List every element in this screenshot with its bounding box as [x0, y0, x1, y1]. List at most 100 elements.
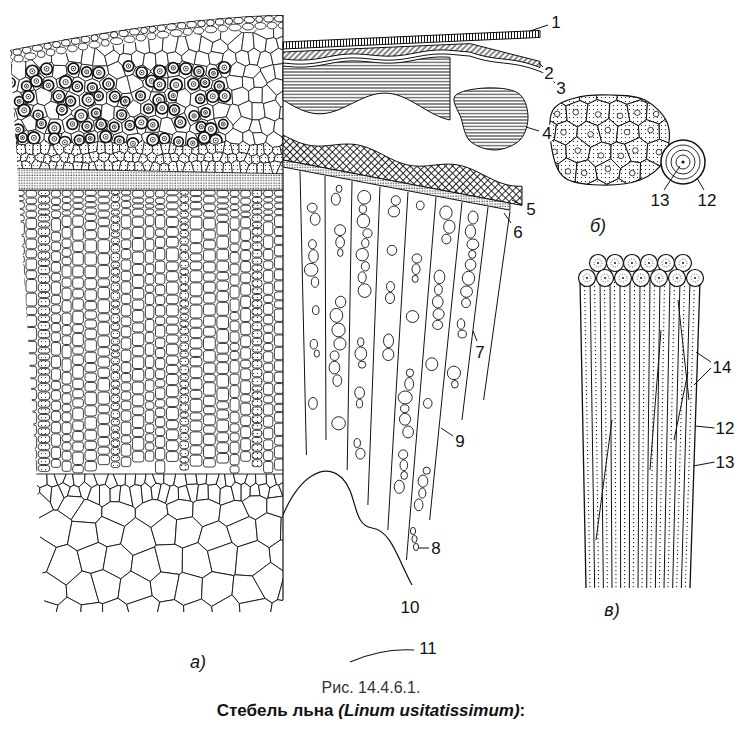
vessel-cell: [434, 270, 445, 283]
cell-lumen: [605, 127, 611, 133]
xylem-cell: [264, 383, 273, 394]
xylem-cell: [230, 466, 239, 473]
fiber-dot: [7, 114, 9, 116]
xylem-cell: [73, 289, 84, 298]
callout-number: 4: [541, 125, 552, 142]
ray-cell: [252, 424, 262, 430]
xylem-cell: [16, 297, 25, 304]
xylem-cell: [3, 385, 14, 395]
xylem-cell: [241, 191, 251, 198]
fiber-lumen: [673, 274, 681, 282]
fiber-lumen-line: [633, 282, 634, 588]
ray-cell: [252, 308, 262, 314]
ray-cell: [252, 430, 262, 436]
fiber-lumen: [681, 160, 684, 163]
xylem-cell: [3, 204, 14, 209]
callout-number: 3: [555, 80, 566, 97]
fiber-dot: [185, 68, 187, 70]
fiber-wall: [67, 119, 78, 130]
fiber-cell: [0, 61, 12, 79]
ray-cell: [252, 338, 262, 344]
fiber-ring: [661, 140, 705, 184]
xylem-cell: [132, 333, 143, 346]
pith-cell: [7, 474, 18, 486]
xylem-cell: [190, 244, 202, 253]
xylem-cell: [73, 347, 84, 354]
fiber-dot: [41, 123, 43, 125]
xylem-cell: [3, 270, 14, 280]
xylem-cell: [217, 236, 229, 248]
fiber-dot: [164, 138, 166, 140]
fiber-lumen: [171, 94, 175, 98]
ray-cell: [111, 432, 120, 439]
ray-cell: [38, 375, 50, 383]
fiber-lumen: [31, 135, 36, 140]
xylem-cell: [190, 446, 202, 454]
fiber-wall: [18, 133, 27, 142]
pith-cell: [127, 596, 160, 627]
ray-cell: [111, 191, 120, 195]
fiber-lumen: [113, 94, 117, 98]
fiber-wall: [201, 108, 210, 117]
xylem-cell: [62, 394, 71, 404]
xylem-cell: [145, 293, 153, 304]
ray-cell: [38, 222, 50, 227]
leader-line: [695, 426, 715, 428]
xylem-cell: [190, 254, 202, 261]
xylem-cell: [217, 249, 229, 260]
fiber-lumen: [139, 94, 143, 98]
xylem-cell: [98, 227, 110, 239]
fiber-wall: [110, 91, 121, 102]
xylem-cell: [73, 379, 84, 388]
xylem-cell: [51, 232, 60, 241]
fiber-lumen-line: [585, 282, 591, 588]
epidermis-cell: [124, 36, 135, 43]
fiber-dot: [198, 71, 200, 73]
xylem-cell: [145, 369, 153, 380]
xylem-cell: [121, 216, 131, 228]
xylem-cell: [132, 451, 143, 462]
xylem-cell: [98, 300, 110, 313]
xylem-cell: [121, 392, 131, 400]
xylem-cell: [85, 208, 96, 213]
cortex-cell: [253, 71, 267, 87]
xylem-cell: [241, 273, 251, 283]
fiber-wall: [6, 78, 15, 87]
xylem-cell: [85, 231, 96, 239]
xylem-cell: [121, 271, 131, 280]
cell-lumen: [618, 153, 624, 159]
ray-cell: [252, 228, 262, 235]
xylem-cell: [16, 328, 25, 339]
vessel-cell: [358, 338, 364, 346]
xylem-cell: [155, 205, 164, 209]
ray-cell: [111, 440, 120, 447]
fiber-dot: [54, 127, 56, 129]
ray-cell: [252, 378, 262, 385]
pith-cell: [4, 494, 28, 518]
fiber-wall: [123, 61, 134, 72]
xylem-cell: [190, 197, 202, 202]
xylem-cell: [145, 209, 153, 215]
xylem-cell: [264, 222, 273, 235]
xylem-cell: [230, 351, 239, 359]
fiber-wall: [0, 95, 7, 104]
fiber-lumen: [79, 113, 84, 118]
xylem-cell: [217, 330, 229, 343]
xylem-cell: [51, 422, 60, 433]
ray-cell: [38, 444, 50, 450]
fiber-dot: [73, 68, 75, 70]
xylem-cell: [204, 250, 216, 261]
fiber-wall: [189, 111, 199, 121]
pith-cell: [0, 598, 29, 631]
epidermis-cell: [147, 33, 156, 40]
fiber-lumen: [9, 81, 13, 85]
fiber-cell: [0, 117, 9, 135]
pith-cell: [7, 516, 40, 551]
xylem-cell: [285, 420, 297, 432]
xylem-cell: [85, 320, 96, 328]
ray-cell: [180, 457, 189, 462]
xylem-cell: [62, 345, 71, 357]
fiber-dot: [682, 262, 684, 264]
fiber-lumen: [85, 70, 89, 74]
